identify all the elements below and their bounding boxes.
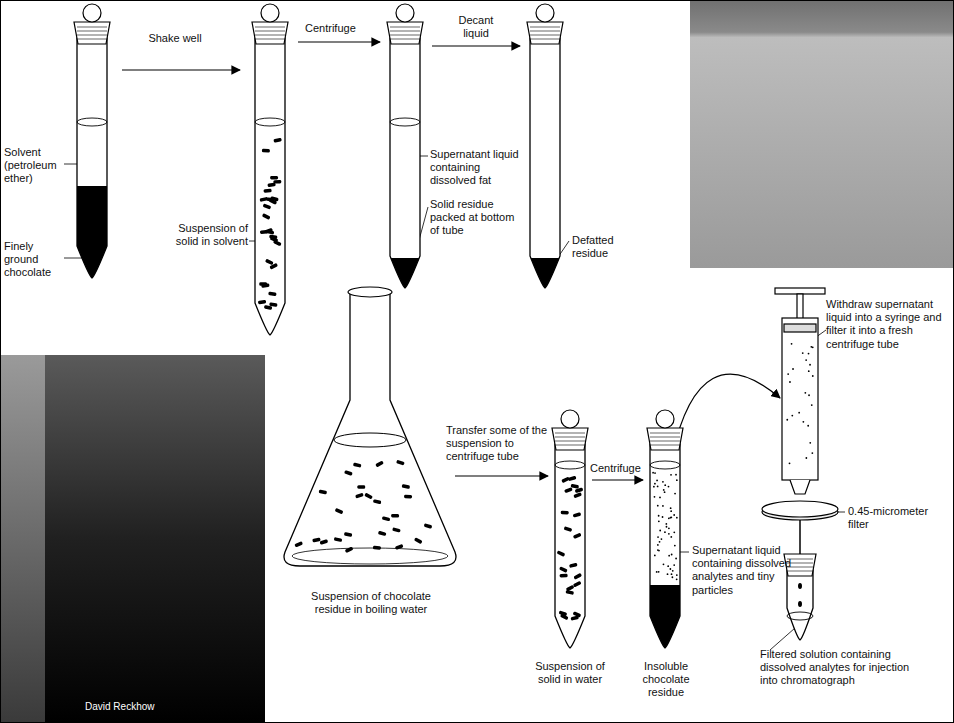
particle <box>375 460 384 467</box>
credit-text: David Reckhow <box>85 701 205 713</box>
particle <box>812 346 814 348</box>
dark-panel <box>0 355 265 723</box>
callout-label: Defatted residue <box>572 234 642 260</box>
callout-label: Suspension of chocolate residue in boili… <box>296 590 446 616</box>
particle <box>391 514 399 518</box>
particle <box>811 452 813 454</box>
callout-label: Finely ground chocolate <box>4 240 62 280</box>
particle <box>402 484 411 489</box>
step-label: Centrifuge <box>590 462 648 475</box>
particle <box>335 508 344 514</box>
particle <box>802 352 804 354</box>
particle <box>787 373 789 375</box>
step-label: Transfer some of the suspension to centr… <box>446 424 558 464</box>
particle <box>382 516 391 521</box>
drop <box>798 601 802 607</box>
step-label: Withdraw supernatant liquid into a syrin… <box>826 298 950 351</box>
particle <box>798 412 800 414</box>
callout-label: Insoluble chocolate residue <box>626 660 706 700</box>
particle <box>294 541 303 547</box>
particle <box>802 421 804 423</box>
particle <box>414 537 423 544</box>
particle <box>344 470 353 476</box>
step-label: Decant liquid <box>446 14 506 40</box>
particle <box>804 392 806 394</box>
particle <box>344 532 353 537</box>
particle <box>312 537 321 542</box>
step-label: Shake well <box>140 32 210 45</box>
particle <box>805 457 807 459</box>
particle <box>353 462 362 467</box>
particle <box>807 425 809 427</box>
centrifuge-tube <box>252 4 288 335</box>
particle <box>812 375 814 377</box>
particle <box>364 493 373 500</box>
callout-label: Suspension of solid in water <box>528 660 612 686</box>
particle <box>373 499 382 504</box>
leader-lines <box>64 156 845 650</box>
particle <box>392 527 401 532</box>
centrifuge-tube <box>635 410 695 653</box>
particle <box>355 493 364 499</box>
particle <box>334 537 343 542</box>
particle <box>792 368 794 370</box>
centrifuge-tube <box>62 4 122 283</box>
particle <box>319 489 328 494</box>
centrifuge-tube <box>552 410 588 648</box>
particle <box>809 364 811 366</box>
particle <box>808 353 810 355</box>
particle <box>424 523 433 529</box>
particle <box>404 495 412 499</box>
particle <box>805 359 807 361</box>
particle <box>786 419 788 421</box>
particle <box>373 546 381 550</box>
particle <box>320 539 329 545</box>
erlenmeyer-flask <box>284 287 456 566</box>
process-arrows <box>122 42 780 480</box>
centrifuge-tube <box>375 4 435 293</box>
particle <box>395 544 404 550</box>
centrifuge-tube <box>515 4 575 293</box>
step-label: Centrifuge <box>305 22 375 35</box>
callout-label: Solvent (petroleum ether) <box>4 146 62 186</box>
callout-label: 0.45-micrometer filter <box>848 505 948 531</box>
callout-label: Solid residue packed at bottom of tube <box>430 198 526 238</box>
callout-label: Supernatant liquid containing dissolved … <box>692 544 804 597</box>
particle <box>378 531 387 536</box>
particle <box>789 462 791 464</box>
dark-panel-strip <box>0 355 45 723</box>
particle <box>396 460 405 466</box>
particle <box>345 546 354 553</box>
callout-label: Supernatant liquid containing dissolved … <box>430 148 526 188</box>
particle <box>789 381 791 383</box>
particle <box>791 343 793 345</box>
particle <box>809 442 811 444</box>
grey-panel <box>690 0 954 268</box>
particle <box>357 485 365 489</box>
particle <box>811 404 813 406</box>
particle <box>808 370 810 372</box>
particle <box>791 415 793 417</box>
callout-label: Suspension of solid in solvent <box>172 222 248 248</box>
callout-label: Filtered solution containing dissolved a… <box>760 648 920 688</box>
particle <box>808 394 810 396</box>
drop <box>798 583 802 589</box>
